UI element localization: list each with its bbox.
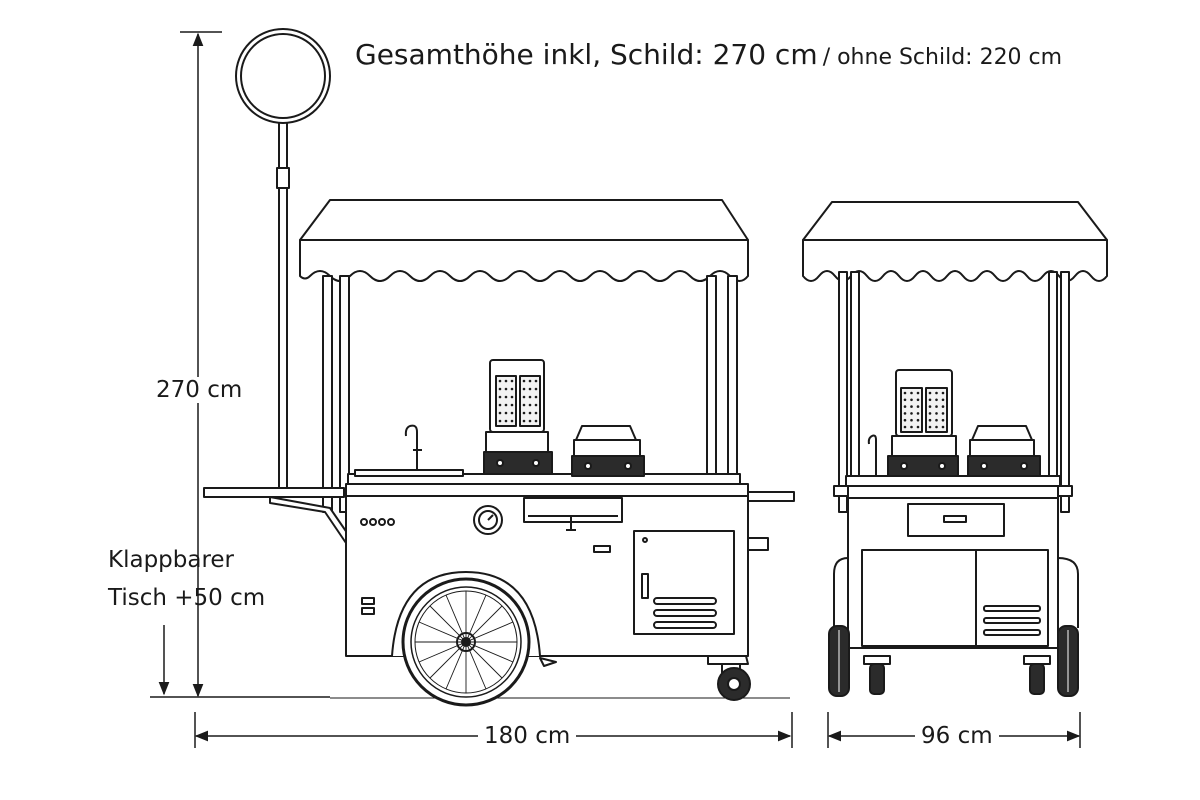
waffle-grid-dot — [916, 425, 920, 429]
waffle-grid-dot — [903, 425, 907, 429]
waffle-grid-dot — [528, 379, 532, 383]
waffle-grid-dot — [928, 425, 932, 429]
waffle-grid-dot — [910, 412, 913, 415]
waffle-grid-dot — [522, 411, 526, 415]
wheel-front-right — [1057, 625, 1079, 697]
waffle-grid-dot — [903, 391, 907, 395]
waffle-grid-dot — [935, 425, 938, 429]
waffle-grid-dot — [941, 405, 945, 408]
pressure-gauge-icon — [473, 505, 503, 535]
waffle-grid-dot — [935, 418, 938, 422]
waffle-grid-dot — [916, 412, 920, 415]
waffle-grid-dot — [534, 411, 538, 415]
waffle-grid-dot — [534, 403, 538, 407]
waffle-grid-dot — [522, 395, 526, 399]
width-label: 96 cm — [915, 723, 999, 749]
waffle-grid-dot — [522, 419, 526, 423]
cabinet-door-side — [633, 530, 735, 635]
cart-side-view — [203, 28, 795, 707]
waffle-grid-dot — [504, 411, 508, 415]
wheel-front-left — [828, 625, 850, 697]
waffle-grid-dot — [510, 387, 514, 391]
castor-wheel-side — [707, 655, 751, 701]
table-note-line1: Klappbarer — [108, 547, 235, 573]
waffle-grid-dot — [910, 391, 913, 395]
waffle-grid-dot — [910, 398, 913, 402]
height-label: 270 cm — [150, 377, 249, 403]
castor-front-left — [863, 655, 891, 695]
waffle-grid-dot — [916, 391, 920, 395]
waffle-grid-dot — [510, 419, 514, 423]
waffle-grid-dot — [504, 403, 508, 407]
waffle-grid-dot — [522, 387, 526, 391]
waffle-grid-dot — [510, 395, 514, 399]
grill-front — [967, 425, 1041, 477]
waffle-grid-dot — [534, 419, 538, 423]
waffle-grid-dot — [928, 412, 932, 415]
waffle-grid-dot — [941, 418, 945, 422]
waffle-grid-dot — [903, 398, 907, 402]
waffle-grid-dot — [534, 387, 538, 391]
waffle-grid-dot — [498, 403, 502, 407]
waffle-grid-dot — [941, 398, 945, 402]
waffle-grid-dot — [916, 418, 920, 422]
waffle-grid-dot — [534, 395, 538, 399]
waffle-grid-dot — [916, 398, 920, 402]
grill-side — [571, 425, 645, 477]
cart-front-view — [802, 201, 1108, 697]
waffle-grid-dot — [910, 405, 913, 408]
waffle-grid-dot — [498, 379, 502, 383]
waffle-grid-dot — [910, 418, 913, 422]
canopy-side — [299, 199, 749, 282]
waffle-grid-dot — [928, 418, 932, 422]
waffle-grid-dot — [510, 403, 514, 407]
waffle-grid-dot — [498, 411, 502, 415]
waffle-maker-side — [483, 359, 553, 475]
waffle-grid-dot — [935, 412, 938, 415]
table-note-line2: Tisch +50 cm — [108, 585, 266, 611]
faucet-icon — [404, 424, 422, 470]
waffle-grid-dot — [935, 391, 938, 395]
waffle-grid-dot — [928, 398, 932, 402]
waffle-grid-dot — [928, 405, 932, 408]
waffle-grid-dot — [534, 379, 538, 383]
waffle-grid-dot — [916, 405, 920, 408]
waffle-grid-dot — [910, 425, 913, 429]
waffle-grid-dot — [504, 419, 508, 423]
waffle-grid-dot — [928, 391, 932, 395]
waffle-grid-dot — [903, 412, 907, 415]
waffle-grid-dot — [903, 418, 907, 422]
waffle-grid-dot — [528, 419, 532, 423]
waffle-grid-dot — [935, 398, 938, 402]
waffle-grid-dot — [528, 395, 532, 399]
waffle-grid-dot — [935, 405, 938, 408]
waffle-grid-dot — [510, 379, 514, 383]
waffle-grid-dot — [504, 395, 508, 399]
waffle-grid-dot — [522, 403, 526, 407]
waffle-grid-dot — [941, 391, 945, 395]
waffle-grid-dot — [504, 387, 508, 391]
waffle-grid-dot — [941, 425, 945, 429]
waffle-grid-dot — [510, 411, 514, 415]
waffle-grid-dot — [498, 387, 502, 391]
canopy-front — [802, 201, 1108, 282]
waffle-grid-dot — [522, 379, 526, 383]
waffle-grid-dot — [941, 412, 945, 415]
height-without-sign-subtitle: / ohne Schild: 220 cm — [822, 45, 1063, 70]
length-label: 180 cm — [478, 723, 577, 749]
waffle-grid-dot — [528, 387, 532, 391]
faucet-front-icon — [867, 434, 877, 476]
waffle-grid-dot — [498, 395, 502, 399]
waffle-grid-dot — [528, 411, 532, 415]
total-height-title: Gesamthöhe inkl, Schild: 270 cm — [355, 38, 818, 71]
waffle-grid-dot — [504, 379, 508, 383]
wheel-large — [401, 577, 531, 707]
waffle-grid-dot — [528, 403, 532, 407]
waffle-maker-front — [887, 369, 959, 477]
waffle-grid-dot — [498, 419, 502, 423]
castor-front-right — [1023, 655, 1051, 695]
foldable-table-left — [203, 487, 353, 544]
waffle-grid-dot — [903, 405, 907, 408]
